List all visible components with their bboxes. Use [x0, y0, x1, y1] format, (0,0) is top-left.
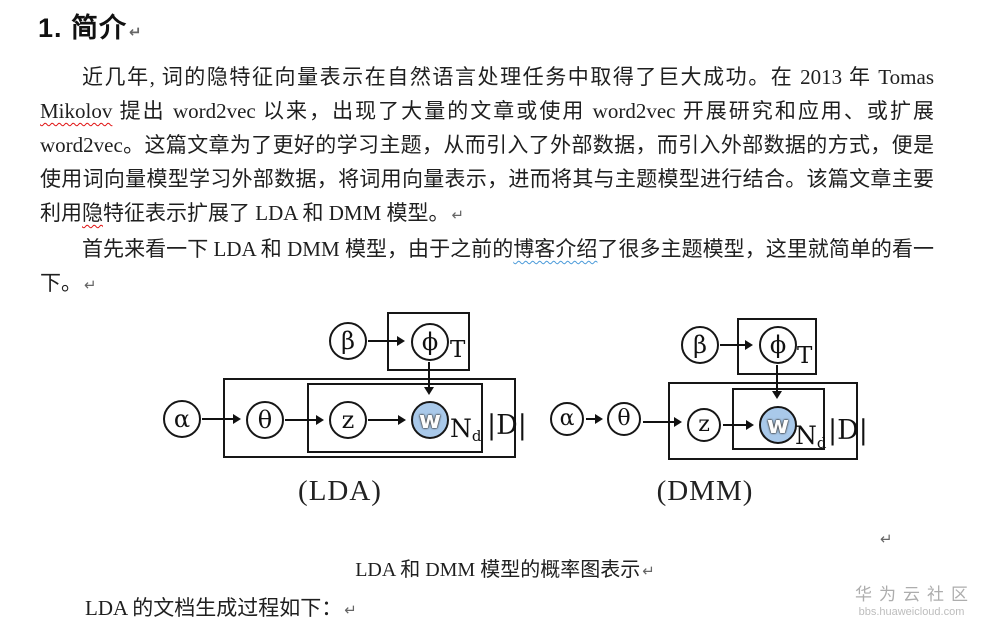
- spellcheck-mikolov: Mikolov: [40, 99, 113, 123]
- graphical-model-figure: T β ϕ α θ z w Nd |D| (LDA) T β ϕ α θ z w…: [0, 295, 984, 555]
- dmm-node-beta: β: [681, 326, 719, 364]
- lda-arrow-phi-w: [423, 362, 434, 395]
- dmm-arrow-z-w: [723, 419, 754, 430]
- dmm-plate-Nd: [732, 388, 825, 450]
- intro-seg2: 提出 word2vec 以来，出现了大量的文章或使用 word2vec 开展研究…: [40, 99, 934, 225]
- lda-arrow-alpha-theta: [202, 413, 241, 424]
- lda-arrow-beta-phi: [368, 335, 405, 346]
- grammarcheck-blog: 博客介绍: [513, 237, 598, 261]
- lda-Nd-d: d: [471, 427, 482, 445]
- closing-line: LDA 的文档生成过程如下：↵: [85, 592, 357, 622]
- lda-plate-Nd: [307, 383, 483, 453]
- intro-seg3: 特征表示扩展了 LDA 和 DMM 模型。: [103, 201, 450, 225]
- lda-plate-T-label: T: [450, 337, 466, 363]
- dmm-plate-T-label: T: [797, 343, 813, 369]
- figure-caption: LDA 和 DMM 模型的概率图表示↵: [0, 553, 984, 582]
- dmm-caption: (DMM): [656, 475, 754, 507]
- watermark-title: 华为云社区: [855, 585, 975, 604]
- lda-node-theta: θ: [246, 401, 284, 439]
- lda-node-alpha: α: [163, 400, 201, 438]
- intro-paragraph: 近几年, 词的隐特征向量表示在自然语言处理任务中取得了巨大成功。在 2013 年…: [40, 60, 934, 232]
- watermark: 华为云社区 bbs.huaweicloud.com: [855, 580, 968, 618]
- spellcheck-yin: 隐: [82, 201, 103, 225]
- second-paragraph: 首先来看一下 LDA 和 DMM 模型，由于之前的博客介绍了很多主题模型，这里就…: [40, 232, 934, 302]
- lda-node-beta: β: [329, 322, 367, 360]
- paragraph-mark: ↵: [642, 562, 655, 580]
- dmm-plate-D-label: |D|: [828, 415, 868, 446]
- lda-Nd-N: N: [450, 414, 472, 443]
- dmm-node-z: z: [687, 408, 721, 442]
- lda-plate-Nd-label: Nd: [450, 416, 481, 444]
- p2-seg1: 首先来看一下 LDA 和 DMM 模型，由于之前的: [82, 237, 514, 261]
- paragraph-mark: ↵: [344, 601, 357, 619]
- dmm-node-phi: ϕ: [759, 326, 797, 364]
- dmm-node-alpha: α: [550, 402, 584, 436]
- dmm-node-theta: θ: [607, 402, 641, 436]
- watermark-url: bbs.huaweicloud.com: [858, 606, 965, 618]
- dmm-plate-Nd-label: Nd: [795, 423, 826, 451]
- page-title: 1. 简介↵: [38, 6, 984, 45]
- p2-seg2: 了很多主题模型，这里就简单的看一下。: [40, 237, 935, 295]
- dmm-arrow-theta-z: [643, 416, 682, 427]
- dmm-arrow-beta-phi: [720, 339, 753, 350]
- intro-seg1: 近几年, 词的隐特征向量表示在自然语言处理任务中取得了巨大成功。在 2013 年…: [82, 65, 934, 89]
- lda-caption: (LDA): [298, 475, 382, 507]
- paragraph-mark: ↵: [84, 276, 97, 294]
- lda-plate-D-label: |D|: [487, 410, 527, 441]
- figure-caption-text: LDA 和 DMM 模型的概率图表示: [355, 559, 641, 581]
- lda-arrow-theta-z: [285, 414, 324, 425]
- paragraph-mark: ↵: [451, 206, 465, 224]
- lda-arrow-z-w: [368, 414, 406, 425]
- closing-line-text: LDA 的文档生成过程如下：: [85, 596, 343, 620]
- paragraph-mark: ↵: [129, 23, 143, 41]
- lda-node-phi: ϕ: [411, 323, 449, 361]
- dmm-arrow-phi-w: [771, 365, 782, 399]
- lda-node-w: w: [411, 401, 449, 439]
- dmm-node-w: w: [759, 406, 797, 444]
- title-text: 1. 简介: [38, 13, 128, 43]
- lda-node-z: z: [329, 401, 367, 439]
- dmm-Nd-d: d: [816, 434, 827, 452]
- dmm-Nd-N: N: [795, 421, 817, 450]
- paragraph-mark: ↵: [880, 530, 893, 548]
- dmm-arrow-alpha-theta: [586, 413, 603, 424]
